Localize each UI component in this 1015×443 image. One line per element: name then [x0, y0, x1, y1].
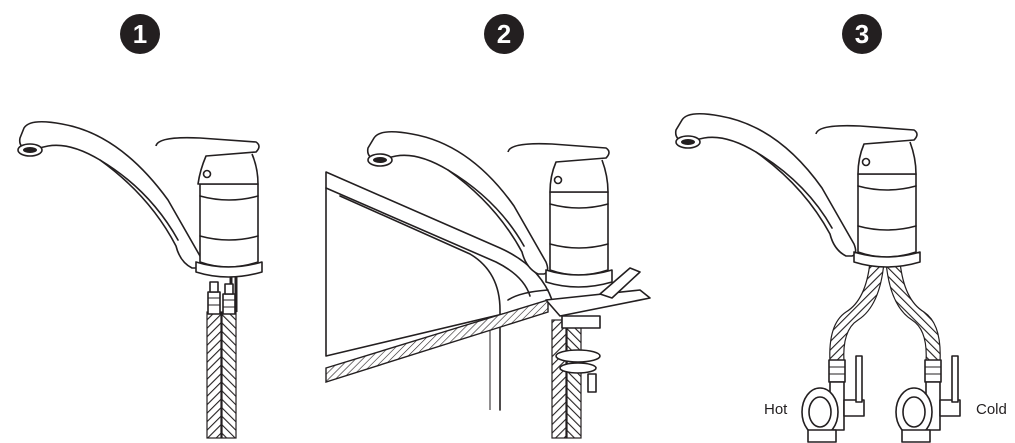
hot-label: Hot: [764, 401, 788, 418]
step-badge-2: 2: [484, 14, 524, 54]
svg-text:2: 2: [497, 19, 511, 49]
cold-label: Cold: [976, 401, 1007, 418]
faucet-illustration-2: [366, 130, 651, 439]
step-badge-3: 3: [842, 14, 882, 54]
step-badge-1: 1: [120, 14, 160, 54]
sink-illustration: [325, 171, 553, 411]
svg-text:3: 3: [855, 19, 869, 49]
faucet-illustration-3: [674, 112, 942, 383]
flexible-hose-pair: [206, 272, 238, 439]
svg-text:1: 1: [133, 19, 147, 49]
hot-angle-valve: [801, 355, 865, 443]
cold-angle-valve: [895, 355, 961, 443]
faucet-illustration-1: [17, 120, 263, 439]
